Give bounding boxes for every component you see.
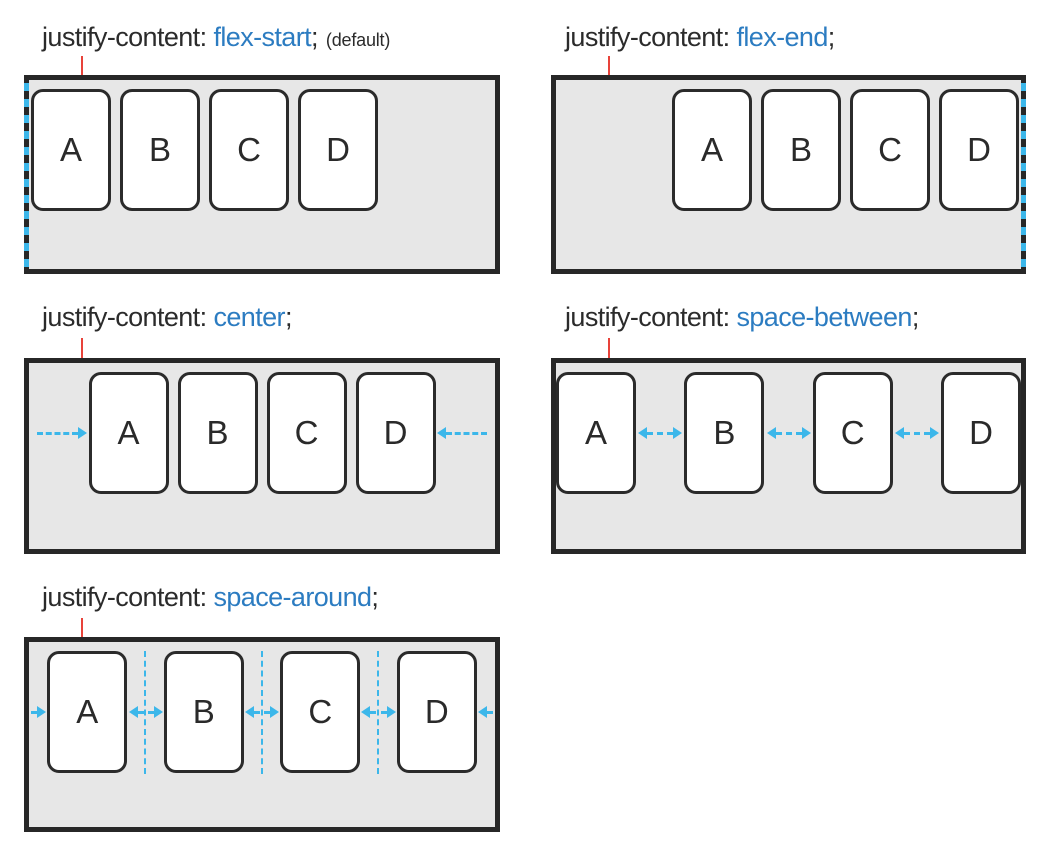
flex-item: B xyxy=(120,89,200,211)
free-space-arrow-left-icon xyxy=(437,427,487,439)
item-label: A xyxy=(76,693,99,730)
flex-item: D xyxy=(355,372,436,494)
property-name: justify-content: xyxy=(565,22,730,52)
flex-item: C xyxy=(280,651,361,773)
item-label: A xyxy=(117,414,140,451)
gap-midline-dashed-icon xyxy=(377,651,379,774)
default-note: (default) xyxy=(325,30,391,50)
item-label: B xyxy=(206,414,229,451)
free-space-arrow-right-icon xyxy=(31,706,46,718)
flex-container-flex-end: A B C D xyxy=(551,75,1026,274)
flex-item: B xyxy=(761,89,841,211)
free-space-arrow-left-icon xyxy=(361,706,376,718)
terminator: ; xyxy=(827,22,835,52)
panel-title: justify-content:flex-start; (default) xyxy=(42,22,390,53)
flex-item: A xyxy=(47,651,128,773)
flex-item: A xyxy=(556,372,636,494)
panel-title: justify-content:center; xyxy=(42,302,292,333)
terminator: ; xyxy=(911,302,919,332)
item-label: B xyxy=(713,414,736,451)
item-label: D xyxy=(969,414,993,451)
property-value: flex-end xyxy=(736,22,828,52)
flex-item: C xyxy=(266,372,347,494)
free-space-arrow-left-icon xyxy=(478,706,493,718)
item-label: D xyxy=(326,131,350,168)
callout-tick xyxy=(81,56,83,76)
property-value: space-around xyxy=(213,582,372,612)
flex-item: A xyxy=(672,89,752,211)
item-label: C xyxy=(308,693,333,730)
panel-title: justify-content:space-around; xyxy=(42,582,379,613)
property-name: justify-content: xyxy=(42,582,207,612)
callout-tick xyxy=(608,338,610,358)
free-space-arrow-right-icon xyxy=(381,706,396,718)
gap-double-arrow-icon xyxy=(767,427,811,439)
flex-item: C xyxy=(850,89,930,211)
flex-item: D xyxy=(298,89,378,211)
gap-double-arrow-icon xyxy=(895,427,939,439)
flex-item: A xyxy=(88,372,169,494)
property-value: center xyxy=(213,302,285,332)
flex-item: D xyxy=(939,89,1019,211)
callout-tick xyxy=(81,338,83,358)
flex-container-flex-start: A B C D xyxy=(24,75,500,274)
flex-item: A xyxy=(31,89,111,211)
property-name: justify-content: xyxy=(42,22,207,52)
callout-tick xyxy=(608,56,610,76)
flex-container-space-around: A B C D xyxy=(24,637,500,832)
free-space-arrow-right-icon xyxy=(37,427,87,439)
panel-title: justify-content:flex-end; xyxy=(565,22,835,53)
item-label: A xyxy=(584,414,607,451)
callout-tick xyxy=(81,618,83,638)
terminator: ; xyxy=(311,22,318,52)
free-space-arrow-left-icon xyxy=(245,706,260,718)
flex-item: D xyxy=(940,372,1021,494)
property-value: space-between xyxy=(736,302,912,332)
flex-item: C xyxy=(209,89,289,211)
flex-item: B xyxy=(684,372,765,494)
item-label: B xyxy=(192,693,215,730)
item-label: A xyxy=(700,131,723,168)
terminator: ; xyxy=(284,302,292,332)
item-label: B xyxy=(148,131,171,168)
gap-midline-dashed-icon xyxy=(261,651,263,774)
end-edge-dashed-line-icon xyxy=(1021,75,1026,274)
free-space-arrow-right-icon xyxy=(264,706,279,718)
panel-title: justify-content:space-between; xyxy=(565,302,919,333)
item-label: D xyxy=(424,693,449,730)
flex-item: D xyxy=(396,651,477,773)
item-label: C xyxy=(237,131,261,168)
item-label: C xyxy=(840,414,865,451)
item-label: A xyxy=(59,131,82,168)
item-label: C xyxy=(294,414,319,451)
terminator: ; xyxy=(371,582,379,612)
gap-double-arrow-icon xyxy=(638,427,682,439)
property-name: justify-content: xyxy=(565,302,730,332)
property-name: justify-content: xyxy=(42,302,207,332)
item-label: D xyxy=(967,131,991,168)
item-label: B xyxy=(789,131,812,168)
flex-container-space-between: A B C D xyxy=(551,358,1026,554)
property-value: flex-start xyxy=(213,22,312,52)
free-space-arrow-left-icon xyxy=(129,706,144,718)
flex-item: C xyxy=(812,372,893,494)
flex-item: B xyxy=(177,372,258,494)
free-space-arrow-right-icon xyxy=(148,706,163,718)
flex-item: B xyxy=(163,651,244,773)
item-label: C xyxy=(878,131,902,168)
item-label: D xyxy=(383,414,408,451)
gap-midline-dashed-icon xyxy=(144,651,146,774)
start-edge-dashed-line-icon xyxy=(24,75,29,274)
flex-container-center: A B C D xyxy=(24,358,500,554)
